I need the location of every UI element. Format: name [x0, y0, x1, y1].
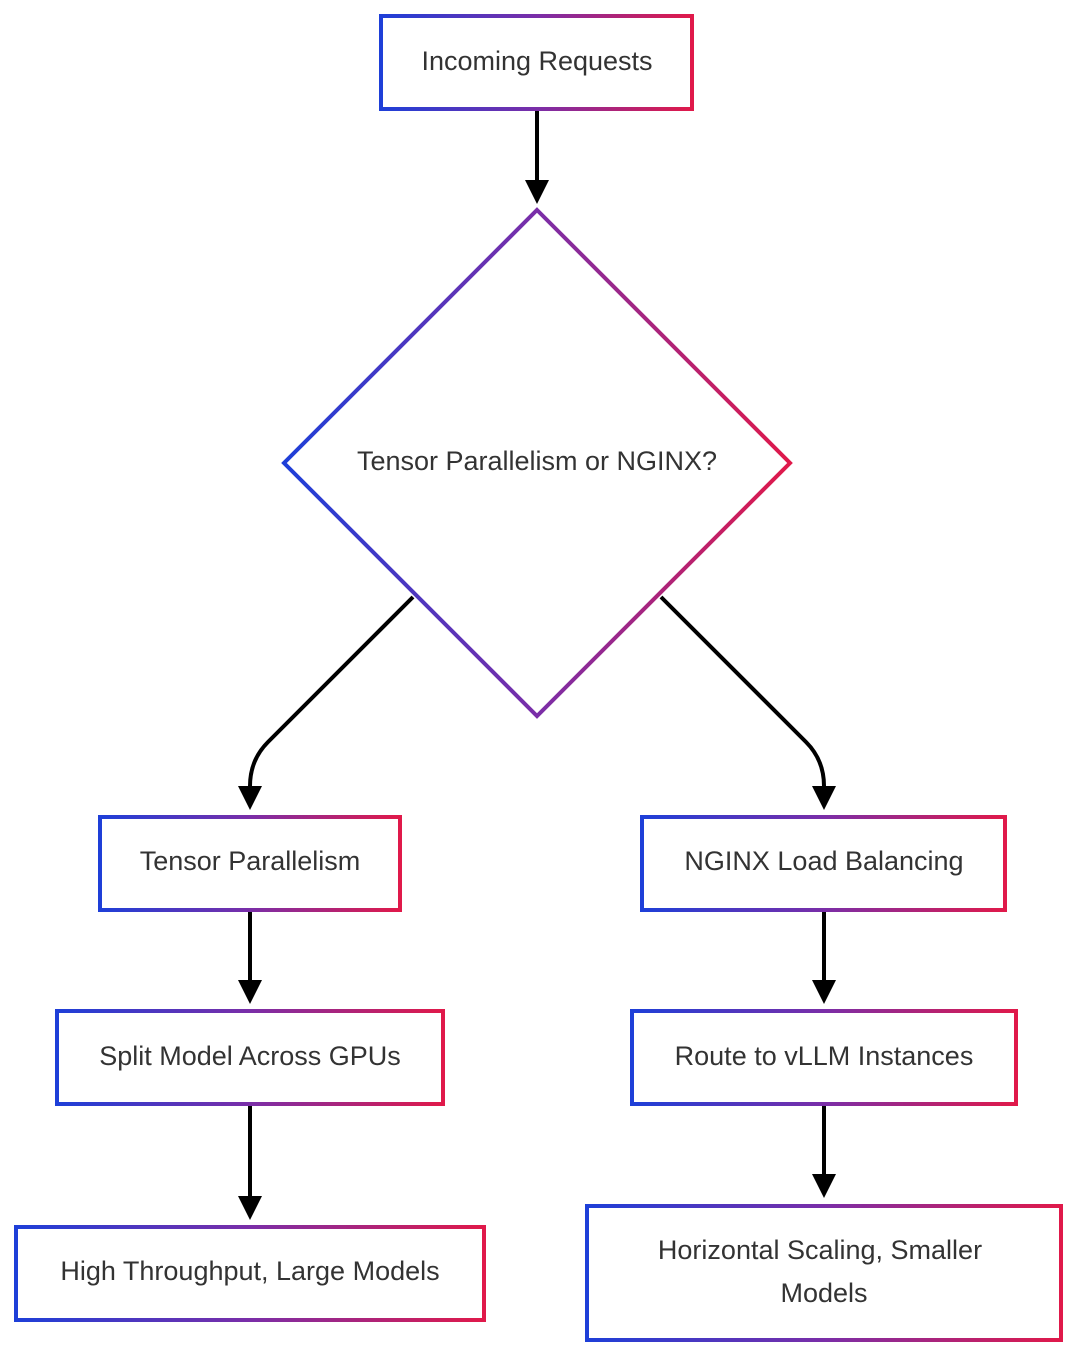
node-nginx-box — [640, 815, 1007, 912]
node-horizontal-label-line2: Models — [780, 1278, 867, 1308]
node-incoming-label: Incoming Requests — [421, 46, 652, 76]
node-high-label: High Throughput, Large Models — [60, 1256, 439, 1286]
node-tensor-box — [98, 815, 402, 912]
decision-diamond — [281, 207, 793, 719]
node-route-vllm: Route to vLLM Instances — [630, 1009, 1018, 1106]
node-horizontal-scaling: Horizontal Scaling, Smaller Models — [585, 1204, 1063, 1342]
node-route-box — [630, 1009, 1018, 1106]
connector-decision-to-tensor — [238, 595, 415, 810]
connector-split-to-high — [238, 1104, 262, 1220]
node-horizontal-label-line1: Horizontal Scaling, Smaller — [658, 1235, 982, 1265]
node-incoming-box — [379, 14, 694, 111]
connector-tensor-to-split — [238, 910, 262, 1004]
node-split-box — [55, 1009, 445, 1106]
decision-node: Tensor Parallelism or NGINX? — [281, 207, 793, 719]
decision-label: Tensor Parallelism or NGINX? — [357, 446, 717, 476]
node-tensor-parallelism: Tensor Parallelism — [98, 815, 402, 912]
node-high-box — [14, 1225, 486, 1322]
connector-route-to-horizontal — [812, 1104, 836, 1198]
node-horizontal-box — [585, 1204, 1063, 1342]
connector-decision-to-nginx — [659, 595, 836, 810]
node-route-label: Route to vLLM Instances — [675, 1041, 974, 1071]
node-incoming-requests: Incoming Requests — [379, 14, 694, 111]
node-tensor-label: Tensor Parallelism — [140, 846, 361, 876]
node-split-label: Split Model Across GPUs — [99, 1041, 401, 1071]
node-high-throughput: High Throughput, Large Models — [14, 1225, 486, 1322]
connector-incoming-to-decision — [525, 110, 549, 204]
connector-nginx-to-route — [812, 910, 836, 1004]
node-split-model: Split Model Across GPUs — [55, 1009, 445, 1106]
node-nginx-label: NGINX Load Balancing — [684, 846, 963, 876]
node-nginx-load-balancing: NGINX Load Balancing — [640, 815, 1007, 912]
